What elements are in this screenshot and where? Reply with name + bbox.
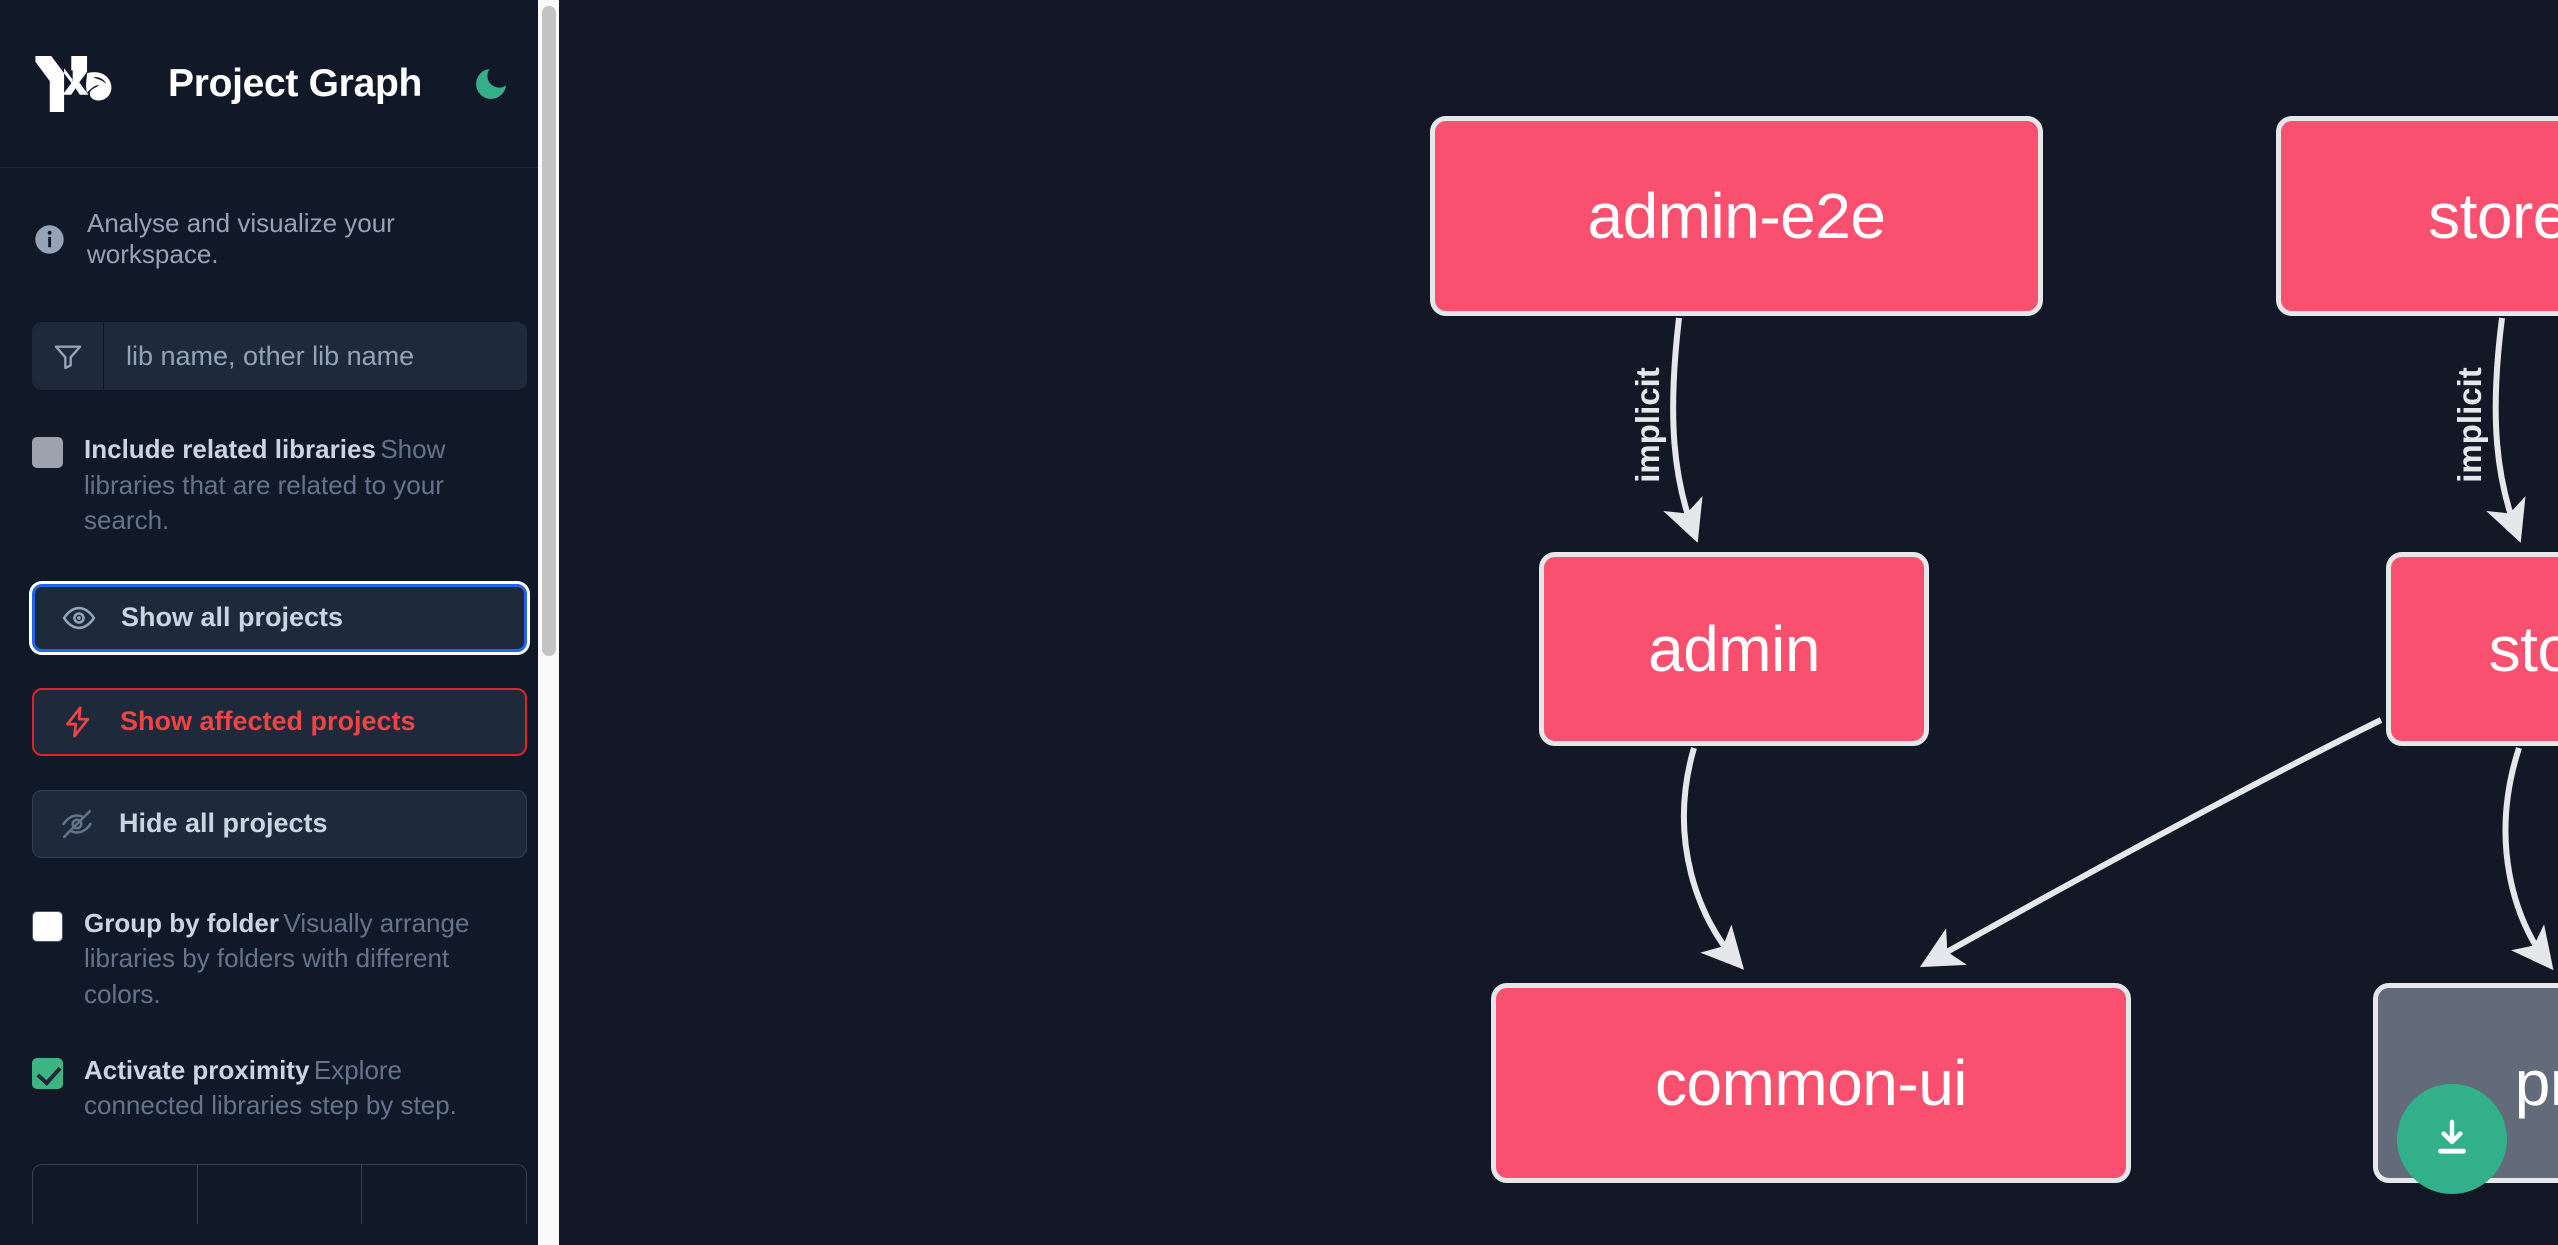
show-all-projects-button[interactable]: Show all projects — [32, 583, 527, 652]
moon-icon[interactable] — [470, 63, 512, 105]
checkbox-include-related-libraries-label: Include related libraries — [84, 434, 376, 464]
graph-node-store-label: store — [2488, 613, 2558, 685]
checkbox-group-by-folder[interactable]: Group by folder Visually arrange librari… — [32, 906, 527, 1013]
search-input[interactable] — [104, 322, 527, 390]
hide-all-projects-label: Hide all projects — [119, 808, 328, 839]
proximity-step-option[interactable] — [362, 1165, 526, 1224]
edge-label-implicit-admin: implicit — [1629, 367, 1666, 483]
edge-label-implicit-store: implicit — [2451, 367, 2488, 483]
eye-icon — [62, 601, 96, 635]
checkbox-activate-proximity-box[interactable] — [32, 1057, 63, 1089]
sidebar: Project Graph Analyse and visualize your… — [0, 0, 559, 1245]
page-title: Project Graph — [168, 61, 422, 105]
nx-logo — [34, 53, 120, 115]
download-icon — [2428, 1114, 2476, 1165]
checkbox-group-by-folder-desc: Visually arrange libraries by folders wi… — [84, 907, 470, 1010]
graph-node-common-ui-label: common-ui — [1654, 1047, 1968, 1119]
proximity-step-option[interactable] — [33, 1164, 198, 1224]
checkbox-activate-proximity-desc: Explore connected libraries step by step… — [84, 1054, 457, 1121]
proximity-step-option[interactable] — [198, 1164, 363, 1224]
checkbox-include-related-libraries-desc: Show libraries that are related to your … — [84, 434, 446, 536]
graph-node-store-e2e-label: store-e2e — [2428, 180, 2558, 252]
graph-node-admin[interactable]: admin — [1539, 552, 1929, 746]
proximity-step-button-group[interactable] — [32, 1163, 527, 1224]
graph-node-common-ui[interactable]: common-ui — [1491, 983, 2131, 1183]
filter-icon — [32, 322, 104, 390]
sidebar-tagline: Analyse and visualize your workspace. — [0, 168, 559, 270]
graph-node-store-e2e[interactable]: store-e2e — [2276, 116, 2558, 316]
graph-canvas[interactable]: implicit implicit admin-e2e store-e2e ad… — [559, 0, 2558, 1245]
show-all-projects-label: Show all projects — [121, 602, 344, 633]
show-affected-projects-label: Show affected projects — [120, 706, 416, 737]
search-field[interactable] — [32, 322, 527, 390]
checkbox-group-by-folder-box[interactable] — [32, 910, 63, 942]
show-affected-projects-button[interactable]: Show affected projects — [32, 687, 527, 756]
graph-node-admin-e2e[interactable]: admin-e2e — [1430, 116, 2043, 316]
graph-node-admin-label: admin — [1648, 613, 1820, 685]
tagline-text: Analyse and visualize your workspace. — [87, 208, 395, 269]
graph-node-store[interactable]: store — [2386, 552, 2558, 746]
sidebar-body: Include related libraries Show libraries… — [0, 322, 559, 1224]
sidebar-scrollbar-thumb[interactable] — [542, 6, 556, 656]
graph-edges: implicit implicit — [1627, 317, 2554, 971]
sidebar-scrollbar[interactable] — [538, 0, 559, 1245]
checkbox-include-related-libraries[interactable]: Include related libraries Show libraries… — [32, 432, 527, 539]
sidebar-header: Project Graph — [0, 0, 559, 168]
lightning-icon — [61, 705, 95, 739]
download-button[interactable] — [2397, 1084, 2507, 1194]
graph-node-admin-e2e-label: admin-e2e — [1587, 180, 1886, 252]
hide-all-projects-button[interactable]: Hide all projects — [32, 789, 527, 858]
eye-off-icon — [60, 807, 94, 841]
checkbox-activate-proximity[interactable]: Activate proximity Explore connected lib… — [32, 1053, 527, 1124]
graph-node-products-label: products — [2514, 1047, 2558, 1119]
checkbox-include-related-libraries-box[interactable] — [32, 437, 63, 468]
checkbox-group-by-folder-label: Group by folder — [84, 907, 279, 938]
checkbox-activate-proximity-label: Activate proximity — [84, 1054, 310, 1085]
info-icon — [34, 224, 65, 255]
